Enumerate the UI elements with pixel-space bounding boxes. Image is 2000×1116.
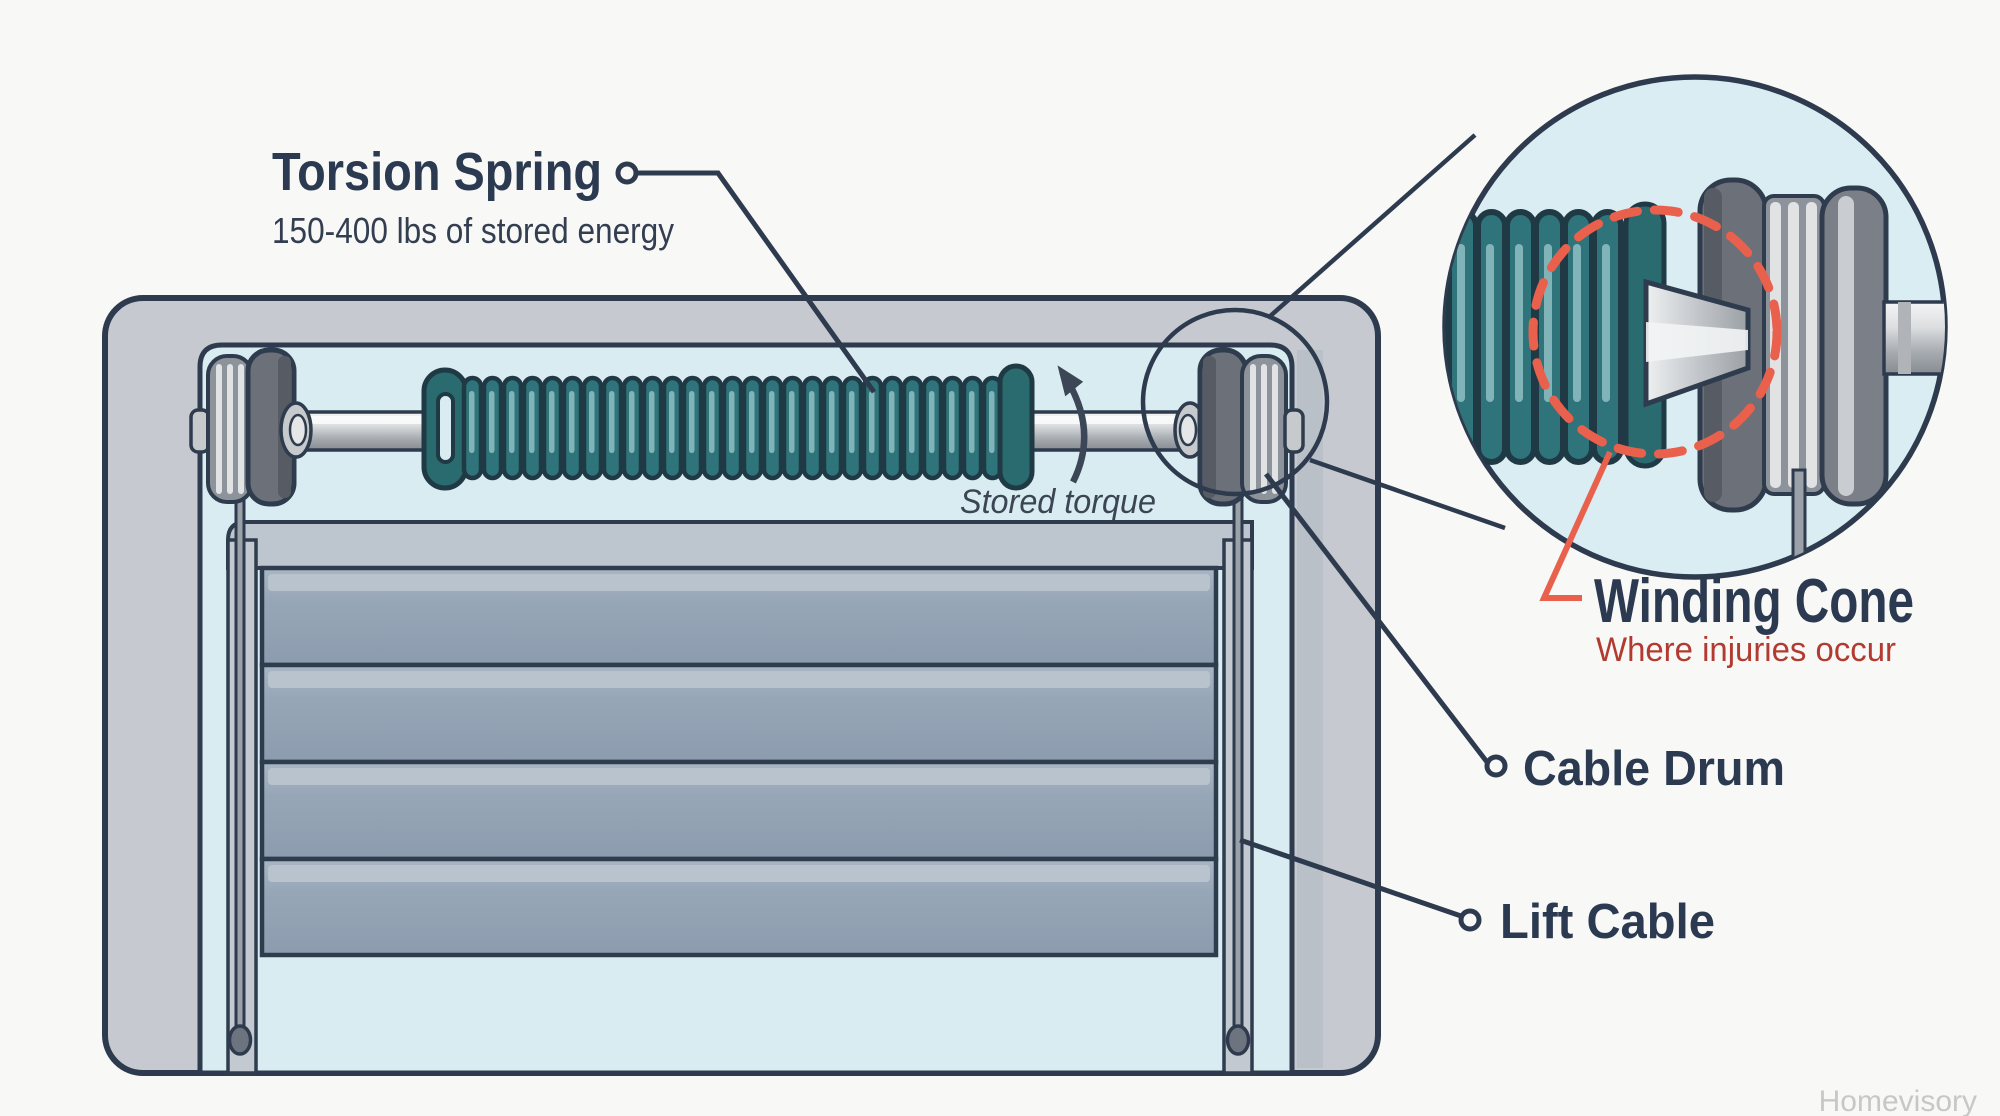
- right-cable-drum: [1173, 347, 1305, 507]
- watermark: Homevisory: [1819, 1085, 1977, 1116]
- cable-end-knob: [1225, 1024, 1251, 1056]
- garage-door: [259, 565, 1219, 958]
- door-panel-highlight: [268, 865, 1210, 882]
- torsion-spring: [421, 363, 1035, 491]
- door-panel-highlight: [268, 671, 1210, 688]
- magnifier-circle: [1140, 307, 1330, 497]
- spring-coils: [464, 378, 1001, 478]
- cable-drum-leader: [1264, 472, 1489, 764]
- magnifier-connector-line: [1309, 457, 1506, 531]
- inset-cable: [1791, 468, 1807, 577]
- door-top-rail: [226, 520, 1254, 570]
- lift-cable-leader: [1239, 837, 1462, 919]
- rotation-arrow-icon: [1057, 365, 1088, 484]
- stored-torque-label: Stored torque: [960, 483, 1156, 521]
- callout-dot: [1484, 754, 1508, 778]
- main-diagram: [102, 295, 1381, 1076]
- winding-cone-sublabel: Where injuries occur: [1596, 631, 1896, 669]
- winding-cone-callout: Winding Cone Where injuries occur: [1594, 567, 1914, 669]
- winding-cone-label: Winding Cone: [1594, 567, 1914, 636]
- spring-end-cap: [997, 363, 1035, 491]
- inset-detail: [1420, 177, 1945, 577]
- left-cable-drum: [189, 347, 313, 507]
- door-panel-highlight: [268, 768, 1210, 785]
- cable-end-knob: [227, 1024, 253, 1056]
- right-lift-cable: [1225, 497, 1251, 1056]
- cable-drum-label: Cable Drum: [1523, 742, 1785, 796]
- inset-cable-drum: [1697, 177, 1945, 577]
- torsion-spring-leader: [638, 170, 877, 394]
- torsion-spring-callout: Torsion Spring 150-400 lbs of stored ene…: [272, 142, 877, 394]
- inset-shaft: [1882, 300, 1945, 376]
- lift-cable-callout: Lift Cable: [1239, 837, 1715, 949]
- door-panel-highlight: [268, 574, 1210, 591]
- torsion-spring-label: Torsion Spring: [272, 142, 602, 202]
- lift-cable-label: Lift Cable: [1500, 895, 1715, 949]
- torsion-spring-sublabel: 150-400 lbs of stored energy: [272, 210, 674, 251]
- frame-right-shading: [1297, 350, 1323, 1068]
- callout-dot: [1458, 908, 1482, 932]
- labels: Torsion Spring 150-400 lbs of stored ene…: [272, 142, 1977, 1116]
- cable-drum-callout: Cable Drum: [1264, 472, 1785, 796]
- magnifier-connector-line: [1266, 133, 1477, 320]
- red-dashed-highlight: [1528, 205, 1782, 459]
- winding-cone-pointer: [1539, 450, 1613, 601]
- shaft-stub: [1283, 408, 1305, 454]
- callout-dot: [615, 161, 639, 185]
- winding-cone-highlight: [1646, 322, 1748, 362]
- magnifier-callout: [1140, 74, 1948, 601]
- left-lift-cable: [227, 497, 253, 1056]
